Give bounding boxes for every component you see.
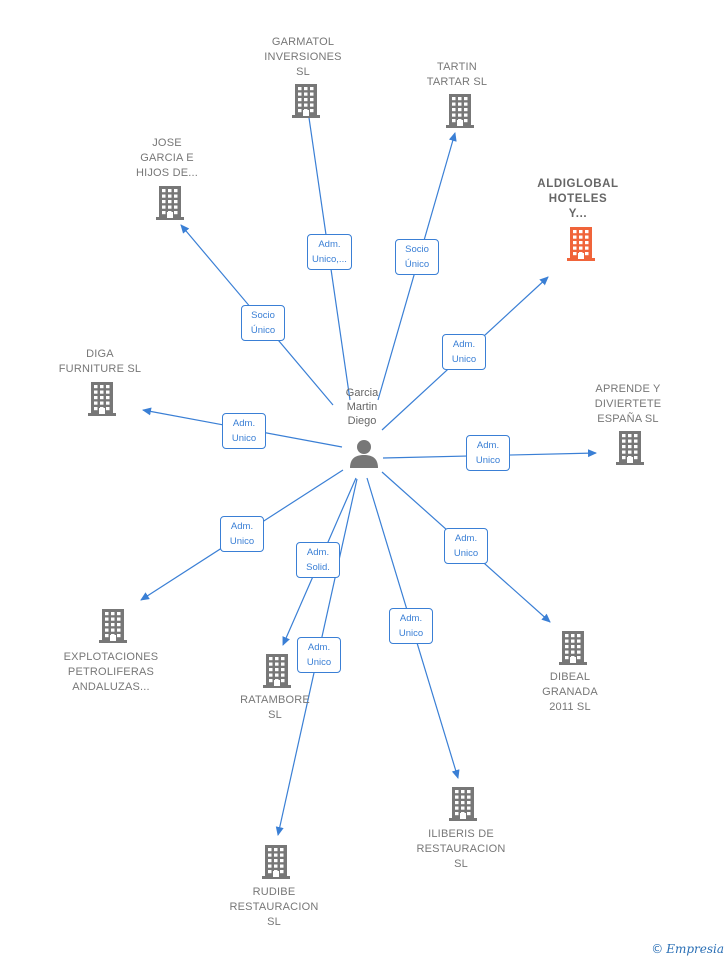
building-icon[interactable] xyxy=(559,631,587,670)
role-badge-jose: Socio Único xyxy=(241,305,285,341)
footer-brand: ©Empresia xyxy=(651,942,724,956)
center-person-name[interactable]: Garcia Martin Diego xyxy=(345,387,379,427)
role-badge-dibeal: Adm. Unico xyxy=(444,528,488,564)
building-icon[interactable] xyxy=(446,94,474,133)
building-icon[interactable] xyxy=(616,431,644,470)
company-name-jose[interactable]: JOSE GARCIA E HIJOS DE... xyxy=(135,137,199,179)
role-badge-garmatol: Adm. Unico,... xyxy=(307,234,352,270)
company-name-tartin[interactable]: TARTIN TARTAR SL xyxy=(426,61,488,88)
role-badge-explotaciones: Adm. Unico xyxy=(220,516,264,552)
building-icon[interactable] xyxy=(263,654,291,693)
role-badge-ratambore: Adm. Solid. xyxy=(296,542,340,578)
building-icon[interactable] xyxy=(567,227,595,266)
company-name-diga[interactable]: DIGA FURNITURE SL xyxy=(58,348,142,375)
company-name-garmatol[interactable]: GARMATOL INVERSIONES SL xyxy=(264,36,342,78)
role-badge-rudibe: Adm. Unico xyxy=(297,637,341,673)
role-badge-diga: Adm. Unico xyxy=(222,413,266,449)
company-name-aprende[interactable]: APRENDE Y DIVIERTETE ESPAÑA SL xyxy=(594,383,662,425)
building-icon[interactable] xyxy=(99,609,127,648)
building-icon[interactable] xyxy=(156,186,184,225)
brand-name: Empresia xyxy=(666,942,724,956)
building-icon[interactable] xyxy=(449,787,477,826)
role-badge-aprende: Adm. Unico xyxy=(466,435,510,471)
company-name-rudibe[interactable]: RUDIBE RESTAURACION SL xyxy=(229,886,319,928)
role-badge-iliberis: Adm. Unico xyxy=(389,608,433,644)
role-badge-aldiglobal: Adm. Unico xyxy=(442,334,486,370)
company-name-explotaciones[interactable]: EXPLOTACIONES PETROLIFERAS ANDALUZAS... xyxy=(63,651,159,693)
building-icon[interactable] xyxy=(88,382,116,421)
building-icon[interactable] xyxy=(262,845,290,884)
role-badge-tartin: Socio Único xyxy=(395,239,439,275)
company-name-iliberis[interactable]: ILIBERIS DE RESTAURACION SL xyxy=(416,828,506,870)
company-name-ratambore[interactable]: RATAMBORE SL xyxy=(240,694,310,721)
company-name-dibeal[interactable]: DIBEAL GRANADA 2011 SL xyxy=(542,671,598,713)
copyright-icon: © xyxy=(651,942,664,956)
person-icon[interactable] xyxy=(349,438,379,473)
company-name-aldiglobal[interactable]: ALDIGLOBAL HOTELES Y... xyxy=(537,178,619,220)
building-icon[interactable] xyxy=(292,84,320,123)
